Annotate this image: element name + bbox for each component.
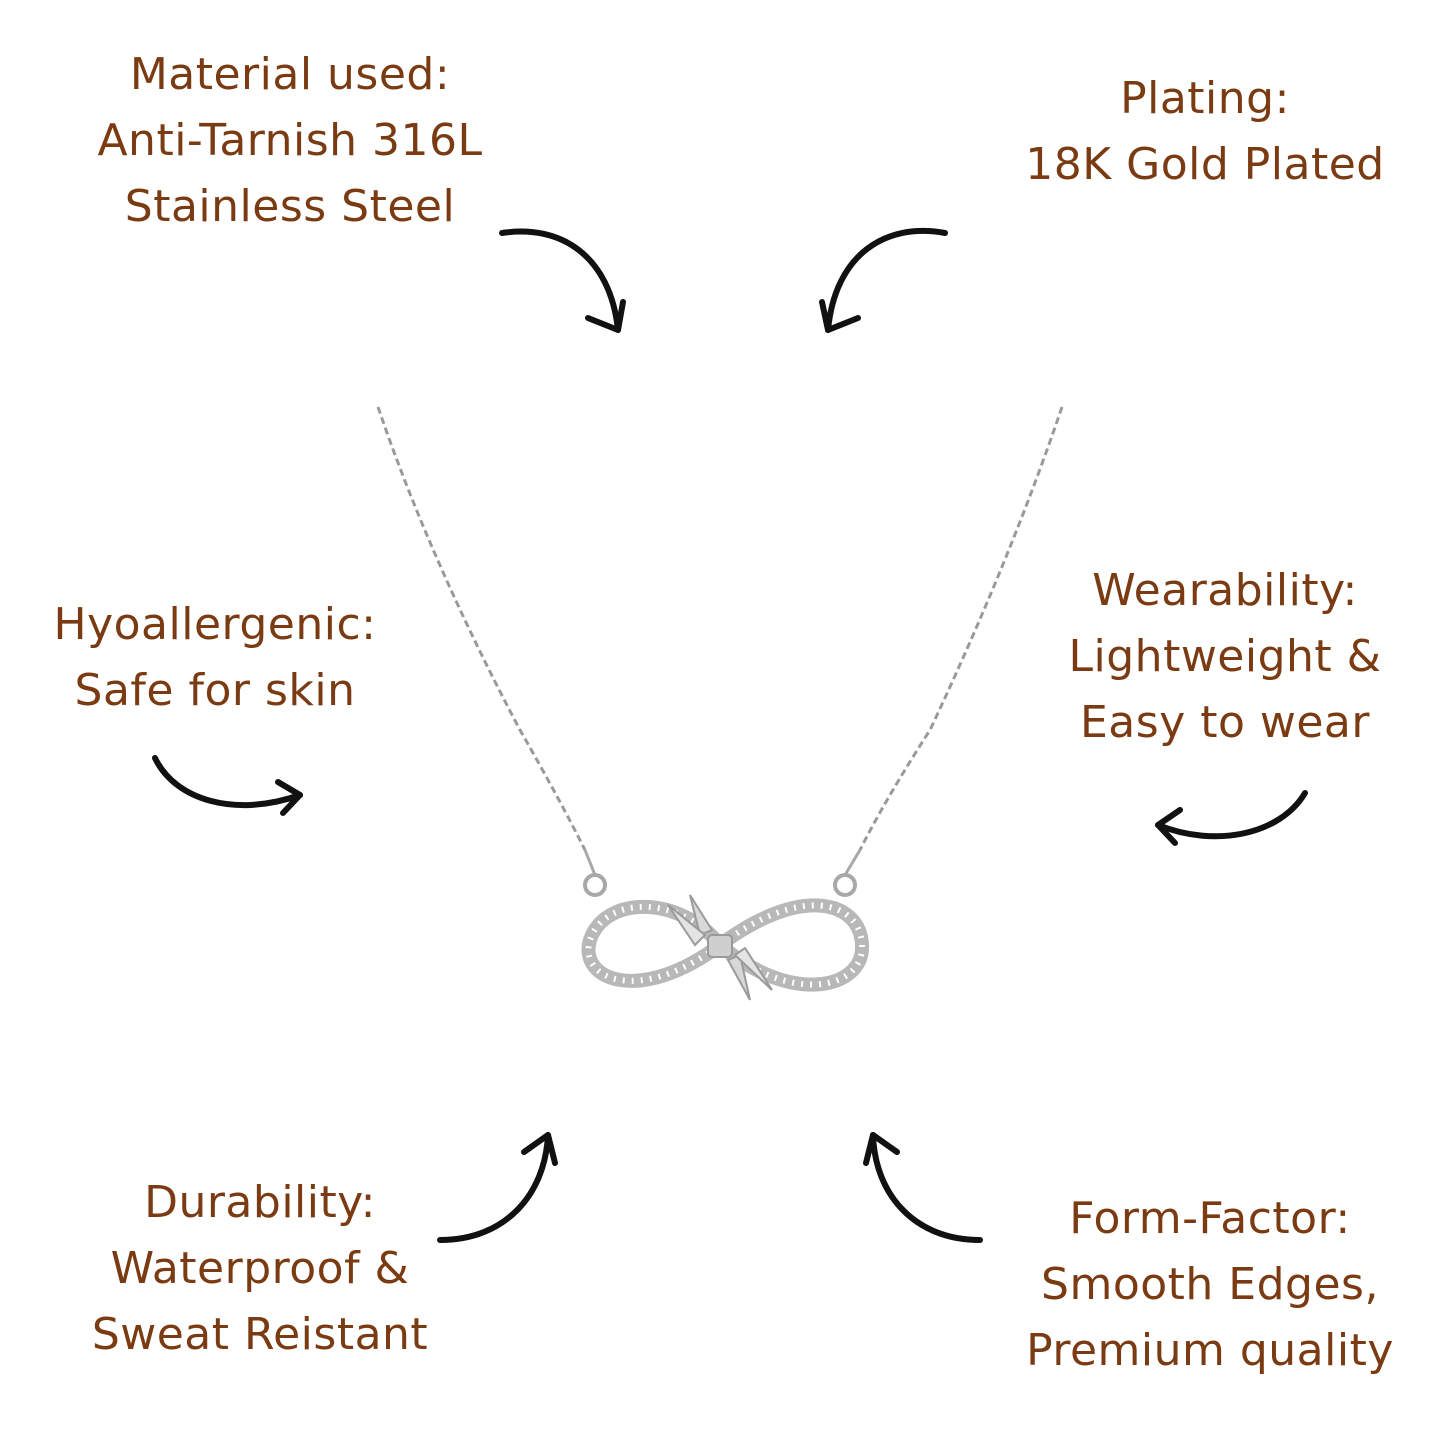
feature-plating: Plating: 18K Gold Plated <box>990 66 1420 198</box>
curved-arrow-icon <box>1155 790 1308 846</box>
feature-material: Material used: Anti-Tarnish 316L Stainle… <box>70 42 510 240</box>
feature-material-line-2: Stainless Steel <box>124 181 456 232</box>
curved-arrow-icon <box>819 227 948 333</box>
infinity-bow-necklace-icon <box>376 406 1064 1001</box>
feature-material-line-1: Anti-Tarnish 316L <box>97 115 483 166</box>
curved-arrow-icon <box>437 1132 558 1243</box>
feature-form-factor: Form-Factor: Smooth Edges, Premium quali… <box>990 1186 1430 1384</box>
feature-durability-line-2: Sweat Reistant <box>91 1309 429 1360</box>
feature-durability-line-1: Waterproof & <box>110 1243 410 1294</box>
feature-wearability-line-1: Lightweight & <box>1068 631 1382 682</box>
feature-wearability-title: Wearability: <box>1092 565 1358 616</box>
feature-wearability: Wearability: Lightweight & Easy to wear <box>1020 558 1430 756</box>
feature-hypoallergenic: Hyoallergenic: Safe for skin <box>20 592 410 724</box>
feature-durability: Durability: Waterproof & Sweat Reistant <box>50 1170 470 1368</box>
feature-plating-title: Plating: <box>1120 73 1290 124</box>
curved-arrow-icon <box>152 755 303 816</box>
feature-hypoallergenic-title: Hyoallergenic: <box>53 599 377 650</box>
feature-hypoallergenic-line-1: Safe for skin <box>74 665 356 716</box>
feature-durability-title: Durability: <box>144 1177 376 1228</box>
curved-arrow-icon <box>863 1132 983 1243</box>
feature-form-factor-line-2: Premium quality <box>1026 1325 1394 1376</box>
feature-material-title: Material used: <box>129 49 451 100</box>
feature-plating-line-1: 18K Gold Plated <box>1025 139 1385 190</box>
feature-form-factor-line-1: Smooth Edges, <box>1041 1259 1379 1310</box>
curved-arrow-icon <box>499 228 626 333</box>
feature-wearability-line-2: Easy to wear <box>1080 697 1370 748</box>
feature-form-factor-title: Form-Factor: <box>1069 1193 1351 1244</box>
